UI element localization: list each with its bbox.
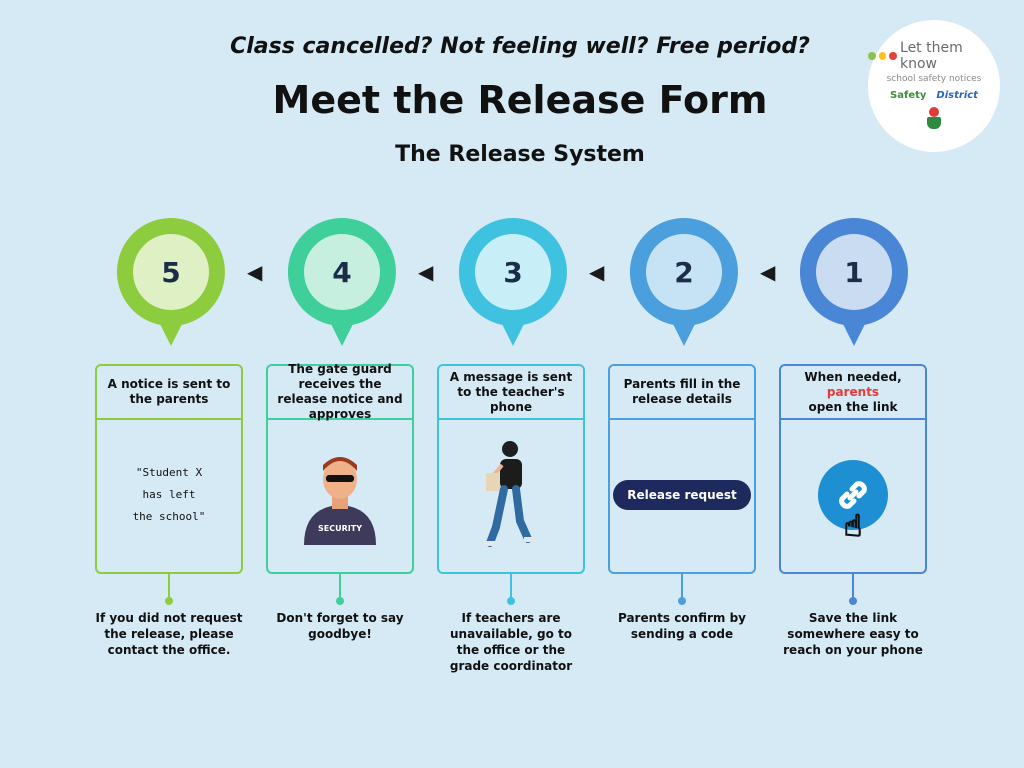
step-card-title: A message is sent to the teacher's phone	[439, 366, 583, 420]
connector-line	[510, 574, 512, 600]
step-card-title: A notice is sent to the parents	[97, 366, 241, 420]
step-card-body	[439, 420, 583, 570]
title-highlight: parents	[826, 384, 880, 399]
step-card-body: Release request	[610, 420, 754, 570]
link-button[interactable]: ☝	[818, 460, 888, 542]
arrow-left-icon: ◀	[589, 260, 605, 284]
message-line: has left	[142, 488, 196, 501]
step-note-2: Parents confirm by sending a code	[617, 611, 747, 641]
step-note-5: If you did not request the release, plea…	[95, 611, 243, 657]
title-line: When needed,	[804, 369, 902, 384]
step-number-4: 4	[332, 255, 352, 289]
message-line: the school"	[132, 510, 206, 523]
step-card-body: SECURITY	[268, 420, 412, 570]
step-card-1: When needed, parents open the link ☝	[779, 364, 927, 574]
brand-right: District	[936, 90, 978, 101]
logo-subtitle: school safety notices	[886, 74, 982, 84]
page-subtitle: The Release System	[395, 142, 645, 167]
logo-title-text: Let them know	[900, 40, 963, 72]
yellow-dot-icon	[878, 52, 887, 60]
step-card-title: When needed, parents open the link	[781, 366, 925, 420]
notification-message: "Student X has left the school"	[133, 462, 206, 528]
step-card-3: A message is sent to the teacher's phone	[437, 364, 585, 574]
school-logo: Let them know school safety notices Safe…	[868, 20, 1000, 152]
release-request-button[interactable]: Release request	[613, 480, 751, 510]
step-card-4: The gate guard receives the release noti…	[266, 362, 414, 574]
step-note-3: If teachers are unavailable, go to the o…	[449, 611, 573, 673]
step-card-body: ☝	[781, 420, 925, 570]
step-number-1: 1	[844, 255, 864, 289]
connector-line	[852, 574, 854, 600]
green-dot-icon	[868, 52, 876, 60]
connector-line	[681, 574, 683, 600]
step-number-2: 2	[674, 255, 694, 289]
step-pin-1: 1	[796, 214, 912, 354]
message-line: "Student X	[135, 466, 203, 479]
step-card-title: Parents fill in the release details	[610, 366, 754, 420]
step-card-2: Parents fill in the release details Rele…	[608, 364, 756, 574]
arrow-left-icon: ◀	[418, 260, 434, 284]
connector-dot	[336, 597, 344, 605]
logo-brands: Safety District	[890, 90, 978, 101]
connector-dot	[849, 597, 857, 605]
red-dot-icon	[889, 52, 898, 60]
security-guard-icon: SECURITY	[304, 457, 376, 545]
step-number-3: 3	[503, 255, 523, 289]
emblem-icon	[925, 107, 943, 129]
logo-title: Let them know	[868, 40, 1000, 72]
connector-dot	[165, 597, 173, 605]
pointer-hand-icon: ☝	[843, 509, 863, 544]
connector-dot	[678, 597, 686, 605]
connector-line	[168, 574, 170, 600]
step-card-body: "Student X has left the school"	[97, 420, 241, 570]
connector-dot	[507, 597, 515, 605]
title-line: open the link	[808, 399, 898, 414]
step-card-title: The gate guard receives the release noti…	[268, 362, 412, 421]
guard-shirt-label: SECURITY	[318, 524, 362, 533]
step-number-5: 5	[161, 255, 181, 289]
step-note-4: Don't forget to say goodbye!	[276, 611, 404, 641]
step-card-5: A notice is sent to the parents "Student…	[95, 364, 243, 574]
step-pin-5: 5	[113, 214, 229, 354]
header-question: Class cancelled? Not feeling well? Free …	[230, 34, 810, 59]
step-pin-3: 3	[455, 214, 571, 354]
page-title: Meet the Release Form	[272, 78, 768, 122]
arrow-left-icon: ◀	[247, 260, 263, 284]
link-chain-icon	[839, 481, 867, 509]
step-pin-4: 4	[284, 214, 400, 354]
arrow-left-icon: ◀	[760, 260, 776, 284]
brand-left: Safety	[890, 90, 927, 101]
step-pin-2: 2	[626, 214, 742, 354]
walking-person-icon	[484, 441, 536, 547]
step-note-1: Save the link somewhere easy to reach on…	[783, 611, 923, 657]
connector-line	[339, 574, 341, 600]
